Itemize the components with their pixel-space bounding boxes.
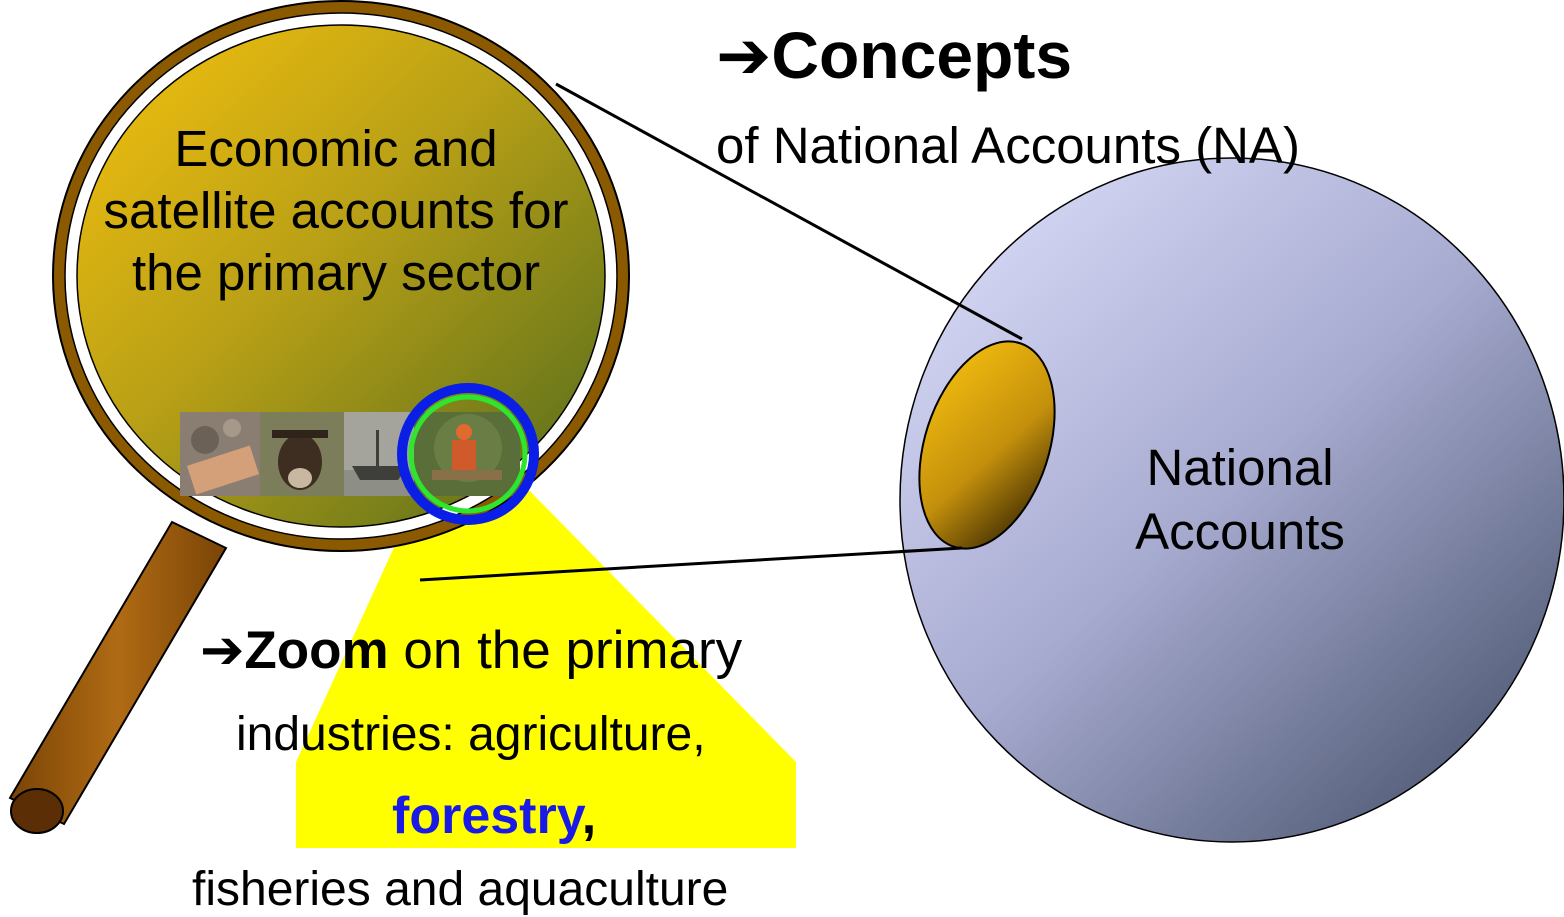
- thumbnail-strip: [180, 412, 520, 496]
- zoom-line-3: forestry,: [392, 786, 596, 846]
- zoom-line-2: industries: agriculture,: [236, 708, 706, 761]
- zoom-line-3-rest: ,: [581, 787, 597, 845]
- connector-line-top: [555, 82, 1023, 341]
- forestry-worker-photo-thumbnail: [414, 412, 520, 496]
- zoom-keyword: Zoom: [244, 621, 389, 680]
- zoom-beam: [296, 482, 796, 848]
- magnifier-label: Economic and satellite accounts for the …: [103, 120, 569, 302]
- forestry-highlight-ring: [397, 383, 539, 525]
- national-accounts-sphere: [899, 157, 1564, 843]
- national-accounts-label: National Accounts: [1135, 439, 1345, 560]
- concepts-heading-text: Concepts: [771, 18, 1073, 92]
- zoom-line-4: fisheries and aquaculture: [192, 863, 729, 916]
- connector-line-bottom: [419, 546, 963, 582]
- primary-sector-ellipse: [918, 340, 1056, 550]
- magnifier-handle: [8, 520, 228, 834]
- concepts-heading: ➔Concepts: [716, 22, 1072, 89]
- zoom-line-1-rest: on the primary: [388, 621, 743, 680]
- fishing-boat-photo-thumbnail: [344, 412, 414, 496]
- concepts-subheading: of National Accounts (NA): [716, 117, 1300, 174]
- arrow-icon: ➔: [716, 17, 772, 94]
- money-photo-thumbnail: [180, 412, 260, 496]
- cow-photo-thumbnail: [260, 412, 344, 496]
- zoom-line-1: ➔Zoom on the primary: [200, 620, 742, 681]
- arrow-icon: ➔: [200, 620, 245, 681]
- forestry-highlight: forestry: [392, 787, 582, 845]
